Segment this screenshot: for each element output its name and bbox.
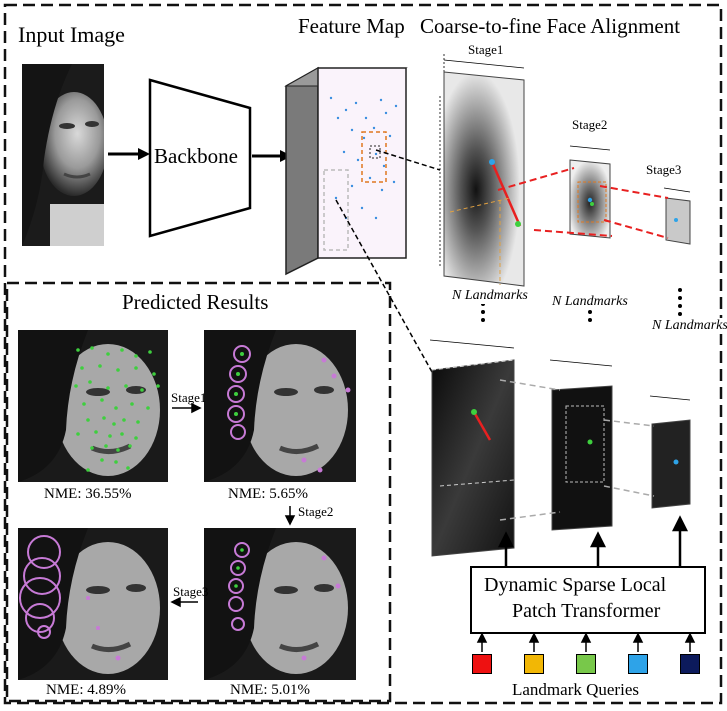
alignment-title: Coarse-to-fine Face Alignment xyxy=(420,14,681,38)
landmark-dot xyxy=(100,458,104,462)
arrow-label-stage2: Stage2 xyxy=(298,504,334,519)
landmark-dot xyxy=(100,398,104,402)
landmark-dot xyxy=(82,402,86,406)
landmark-dot xyxy=(114,460,118,464)
arrow-input-to-backbone xyxy=(108,148,150,160)
landmark-dot xyxy=(114,406,118,410)
result-face-stage3 xyxy=(18,528,168,680)
stage1-label: Stage1 xyxy=(468,42,504,57)
landmark-query-red xyxy=(472,654,492,674)
feature-map xyxy=(284,66,408,276)
transformer-label-line2: Patch Transformer xyxy=(512,600,661,622)
landmark-query-yellow xyxy=(524,654,544,674)
stage3-label: Stage3 xyxy=(646,162,682,177)
landmark-dot xyxy=(146,406,150,410)
result-face-stage2 xyxy=(204,528,356,680)
landmark-queries-label: Landmark Queries xyxy=(512,680,639,699)
landmark-query-green xyxy=(576,654,596,674)
n-landmarks-label-2: N Landmarks xyxy=(552,294,628,310)
landmark-dot xyxy=(120,348,124,352)
landmark-dot xyxy=(116,448,120,452)
landmark-dot xyxy=(104,444,108,448)
landmark-dot xyxy=(106,352,110,356)
input-face-image xyxy=(22,64,104,246)
landmark-dot xyxy=(152,372,156,376)
landmark-query-navy xyxy=(680,654,700,674)
landmark-dot xyxy=(126,466,130,470)
landmark-dot xyxy=(74,384,78,388)
n-landmarks-label-1: N Landmarks xyxy=(452,288,528,304)
arrow-label-stage3: Stage3 xyxy=(173,584,209,599)
landmark-dot xyxy=(116,368,120,372)
landmark-dot xyxy=(134,366,138,370)
landmark-dot xyxy=(128,444,132,448)
predicted-results-title: Predicted Results xyxy=(122,290,269,314)
nme-stage3: NME: 4.89% xyxy=(46,682,126,698)
landmark-dot xyxy=(86,418,90,422)
landmark-dot xyxy=(140,388,144,392)
landmark-dot xyxy=(134,436,138,440)
transformer-box xyxy=(470,566,706,634)
stage2-label: Stage2 xyxy=(572,117,608,132)
nme-stage1: NME: 5.65% xyxy=(228,486,308,502)
landmark-dot xyxy=(86,468,90,472)
landmark-dot xyxy=(130,402,134,406)
landmark-dot xyxy=(88,380,92,384)
result-face-stage1 xyxy=(204,330,356,482)
transformer-label-line1: Dynamic Sparse Local xyxy=(484,574,667,596)
arrow-label-stage1: Stage1 xyxy=(171,390,207,405)
landmark-dot xyxy=(106,386,110,390)
landmark-dot xyxy=(134,354,138,358)
landmark-dot xyxy=(80,366,84,370)
backbone-label: Backbone xyxy=(154,144,238,168)
landmark-dot xyxy=(120,432,124,436)
landmark-dot xyxy=(136,420,140,424)
landmark-dot xyxy=(102,416,106,420)
landmark-dot xyxy=(94,430,98,434)
n-landmarks-label-3: N Landmarks xyxy=(652,318,727,334)
nme-stage2: NME: 5.01% xyxy=(230,682,310,698)
landmark-dot xyxy=(90,446,94,450)
landmark-dot xyxy=(90,346,94,350)
landmark-query-blue xyxy=(628,654,648,674)
landmark-dot xyxy=(98,364,102,368)
landmark-dot xyxy=(124,384,128,388)
landmark-dot xyxy=(122,418,126,422)
landmark-dot xyxy=(148,350,152,354)
landmark-dot xyxy=(76,348,80,352)
nme-initial: NME: 36.55% xyxy=(44,486,132,502)
result-face-initial xyxy=(18,330,168,482)
initial-landmarks xyxy=(74,346,160,472)
landmark-dot xyxy=(108,434,112,438)
feature-map-title: Feature Map xyxy=(298,14,405,38)
landmark-dot xyxy=(76,432,80,436)
landmark-dot xyxy=(156,384,160,388)
face-initial-svg xyxy=(18,330,168,482)
input-image-title: Input Image xyxy=(18,22,125,47)
backbone-block xyxy=(148,78,252,238)
landmark-dot xyxy=(112,422,116,426)
